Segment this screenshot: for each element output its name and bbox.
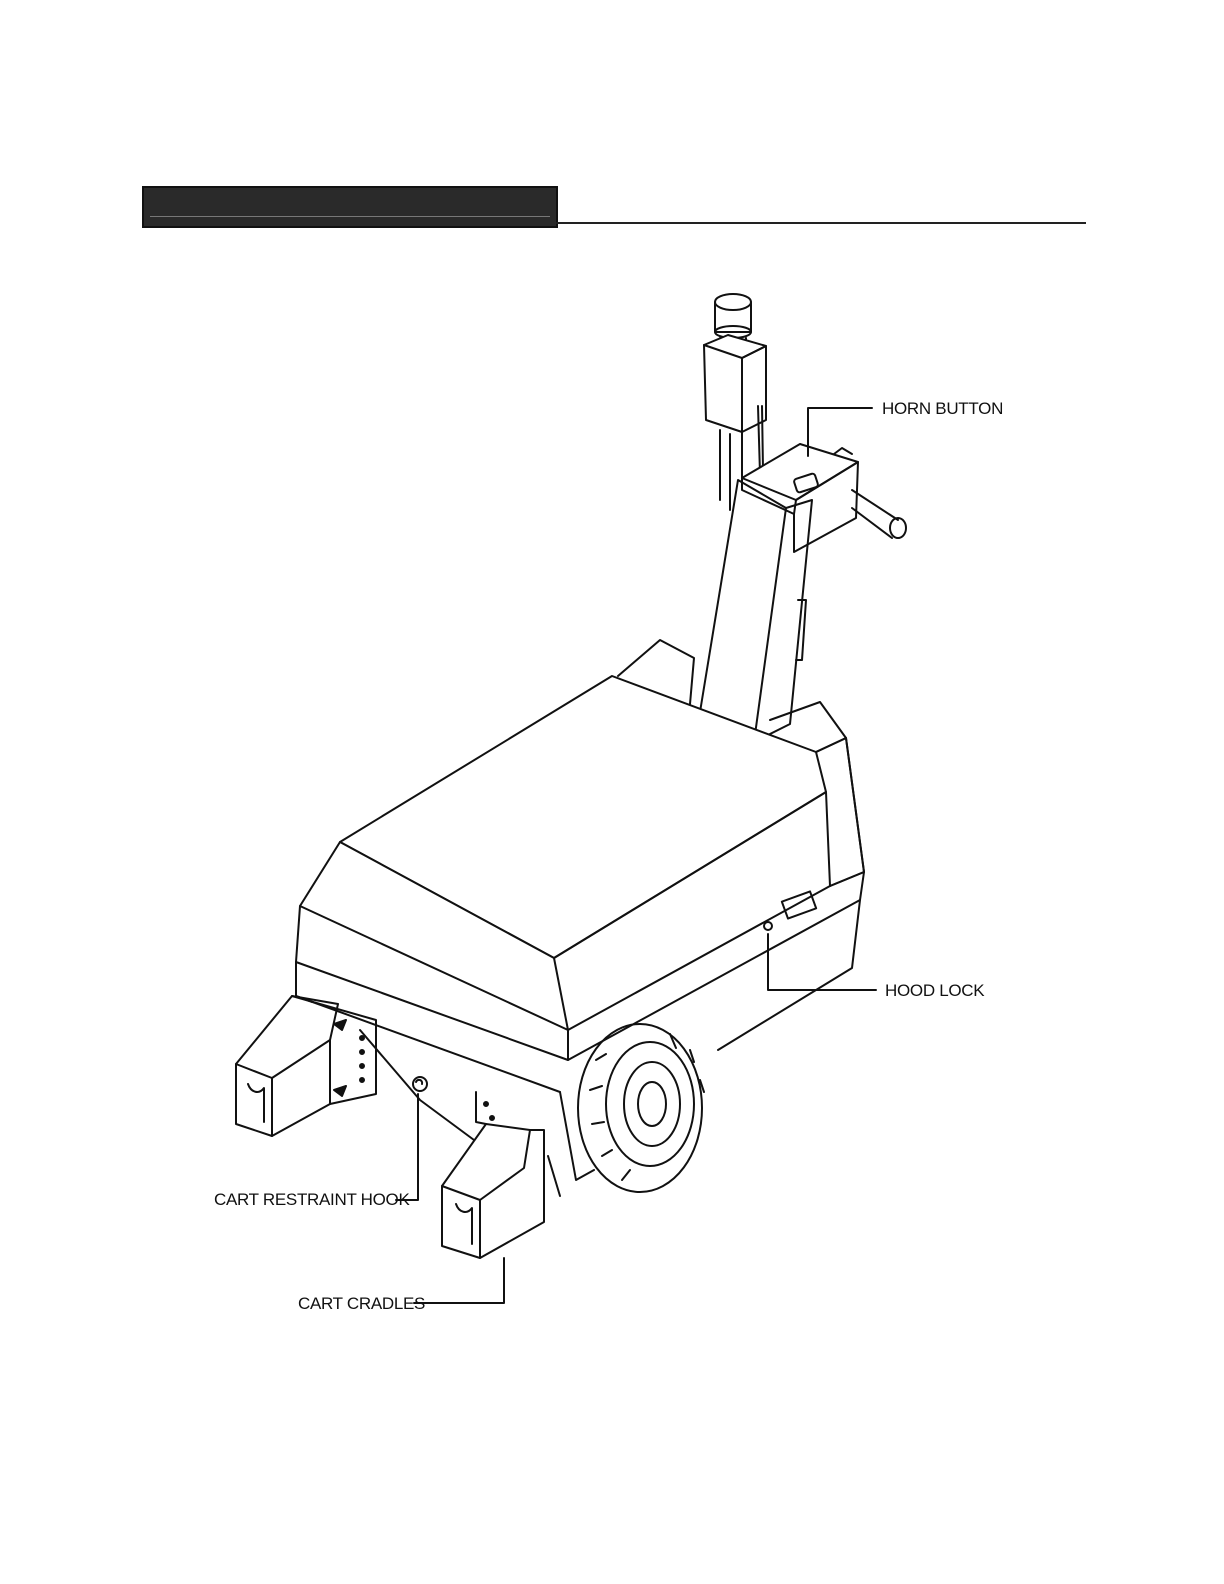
callout-hood-lock: HOOD LOCK [885, 981, 984, 1001]
callout-cart-restraint-hook: CART RESTRAINT HOOK [214, 1190, 410, 1210]
leader-cart-cradles [414, 1258, 504, 1303]
callout-horn-button: HORN BUTTON [882, 399, 1003, 419]
cart-cradle-right [442, 1092, 544, 1258]
leader-cart-restraint-hook [396, 1094, 418, 1200]
tug-body [296, 640, 864, 1196]
drive-wheel [578, 1024, 704, 1192]
callout-cart-cradles: CART CRADLES [298, 1294, 425, 1314]
